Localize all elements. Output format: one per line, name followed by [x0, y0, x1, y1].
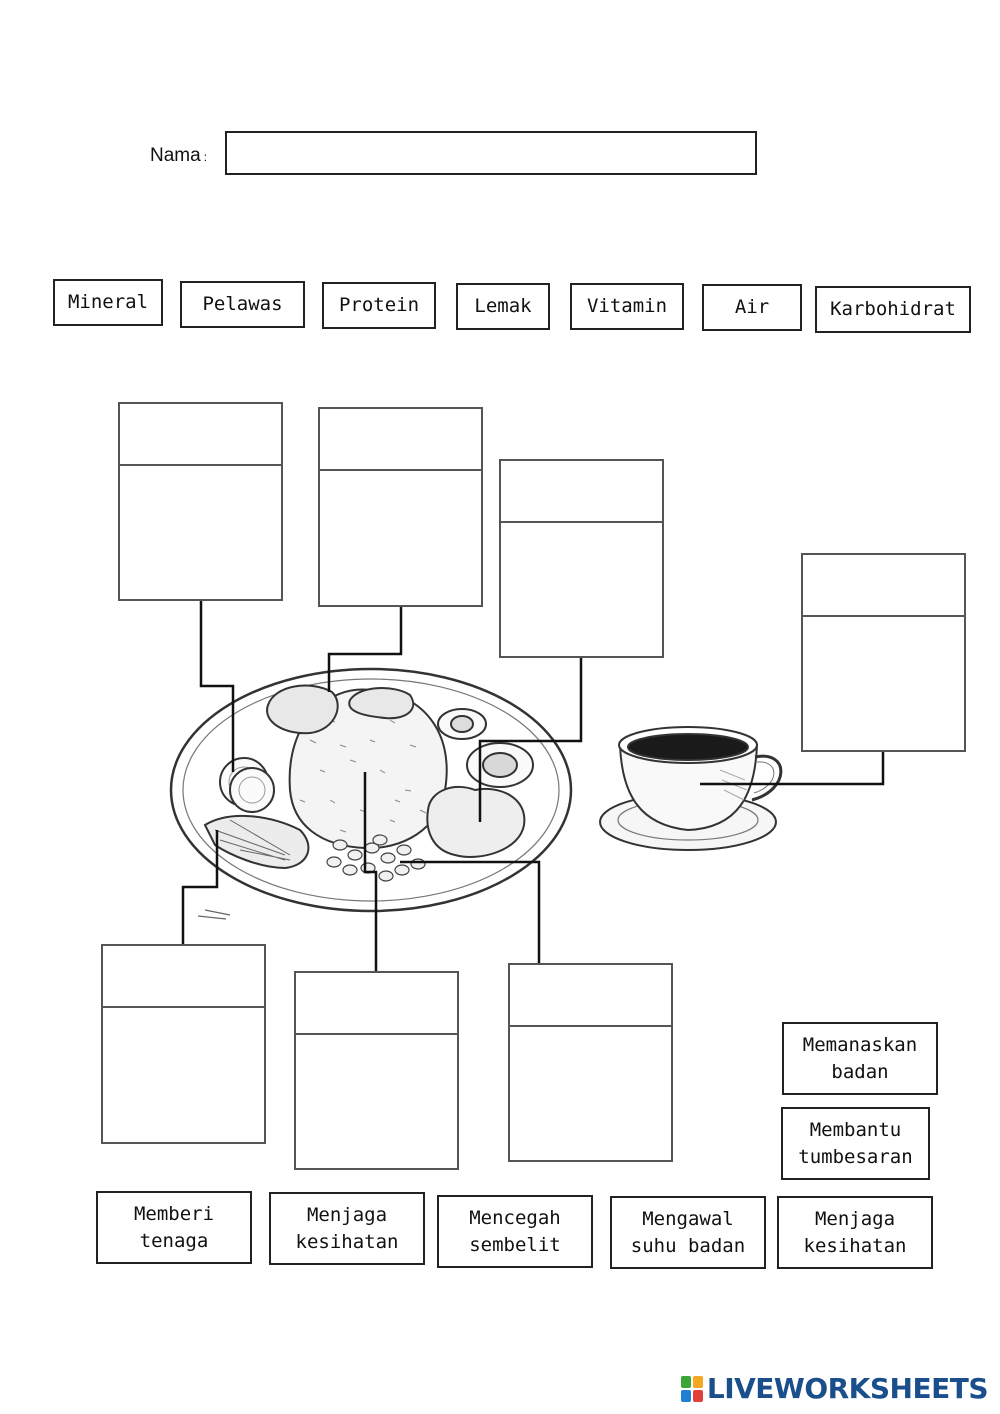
chip-menjaga-kesihatan-2[interactable]: Menjaga kesihatan — [777, 1196, 933, 1269]
logo-square — [680, 1375, 691, 1388]
chip-memberi-tenaga[interactable]: Memberi tenaga — [96, 1191, 252, 1264]
chip-membantu-tumbesaran[interactable]: Membantu tumbesaran — [781, 1107, 930, 1180]
chip-vitamin[interactable]: Vitamin — [570, 283, 684, 330]
answer-slot-2[interactable] — [318, 407, 483, 607]
coffee-cup-icon — [599, 726, 783, 851]
liveworksheets-logo-icon — [680, 1375, 703, 1402]
chip-lemak[interactable]: Lemak — [456, 283, 550, 330]
logo-square — [692, 1375, 703, 1388]
connector-line — [400, 860, 541, 963]
answer-slot-4[interactable] — [801, 553, 966, 752]
chip-protein[interactable]: Protein — [322, 282, 436, 329]
slot-header[interactable] — [296, 973, 457, 1035]
slot-header[interactable] — [501, 461, 662, 523]
connector-line — [700, 751, 885, 786]
connector-line — [327, 606, 403, 692]
logo-square — [692, 1389, 703, 1402]
slot-header[interactable] — [803, 555, 964, 617]
chip-mencegah-sembelit[interactable]: Mencegah sembelit — [437, 1195, 593, 1268]
nasi-lemak-plate-icon — [169, 667, 573, 920]
connector-line — [363, 772, 378, 971]
chip-menjaga-kesihatan-1[interactable]: Menjaga kesihatan — [269, 1192, 425, 1265]
chip-pelawas[interactable]: Pelawas — [180, 281, 305, 328]
chip-memanaskan-badan[interactable]: Memanaskan badan — [782, 1022, 938, 1095]
liveworksheets-logo-text: LIVEWORKSHEETS — [706, 1372, 989, 1405]
chip-karbohidrat[interactable]: Karbohidrat — [815, 286, 971, 333]
chip-mineral[interactable]: Mineral — [53, 279, 163, 326]
answer-slot-7[interactable] — [508, 963, 673, 1162]
slot-header[interactable] — [120, 404, 281, 466]
name-input[interactable] — [225, 131, 757, 175]
slot-header[interactable] — [320, 409, 481, 471]
slot-header[interactable] — [510, 965, 671, 1027]
connector-line — [199, 600, 235, 772]
answer-slot-1[interactable] — [118, 402, 283, 601]
name-label: Nama: — [150, 145, 208, 166]
chip-mengawal-suhu-badan[interactable]: Mengawal suhu badan — [610, 1196, 766, 1269]
liveworksheets-logo: LIVEWORKSHEETS — [680, 1372, 989, 1405]
answer-slot-6[interactable] — [294, 971, 459, 1170]
answer-slot-3[interactable] — [499, 459, 664, 658]
chip-air[interactable]: Air — [702, 284, 802, 331]
answer-slot-5[interactable] — [101, 944, 266, 1144]
logo-square — [680, 1389, 691, 1402]
connector-line — [478, 657, 583, 822]
connector-line — [181, 830, 219, 944]
slot-header[interactable] — [103, 946, 264, 1008]
